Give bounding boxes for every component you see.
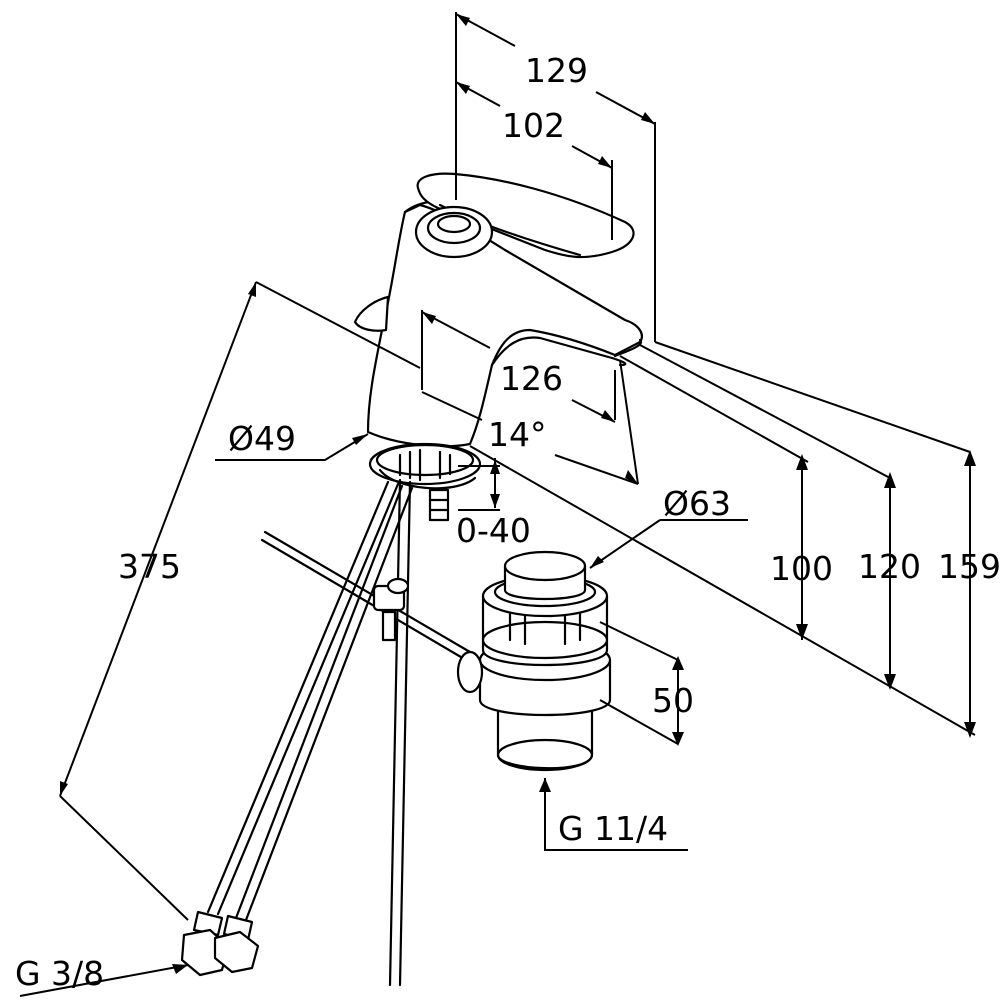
range-0-40-label: 0-40 <box>456 511 531 550</box>
dim-126-label: 126 <box>500 359 563 398</box>
hose-fittings <box>180 910 260 977</box>
dim-129-label: 129 <box>525 51 588 90</box>
dim-102-label: 102 <box>502 106 565 145</box>
dim-120-label: 120 <box>858 547 921 586</box>
dim-375-label: 375 <box>118 547 181 586</box>
thread-hose-label: G 3/8 <box>15 954 104 993</box>
popup-knob <box>353 295 390 332</box>
angle-14-label: 14° <box>488 415 547 454</box>
supply-hoses <box>206 478 414 987</box>
dim-50-label: 50 <box>652 681 694 720</box>
dim-159-label: 159 <box>938 547 1000 586</box>
dia-63-label: Ø63 <box>663 484 731 523</box>
drain-assembly <box>456 550 612 772</box>
thread-drain-label: G 11/4 <box>558 809 668 848</box>
cartridge-cap <box>414 205 494 259</box>
dimension-lines <box>19 12 976 997</box>
dim-100-label: 100 <box>770 549 833 588</box>
dimension-labels: 129 102 126 14° Ø49 0-40 Ø63 375 100 120… <box>15 51 1000 993</box>
popup-linkage <box>260 530 472 662</box>
dia-49-label: Ø49 <box>228 419 296 458</box>
arrowheads <box>60 14 976 974</box>
base-flange <box>368 442 482 522</box>
